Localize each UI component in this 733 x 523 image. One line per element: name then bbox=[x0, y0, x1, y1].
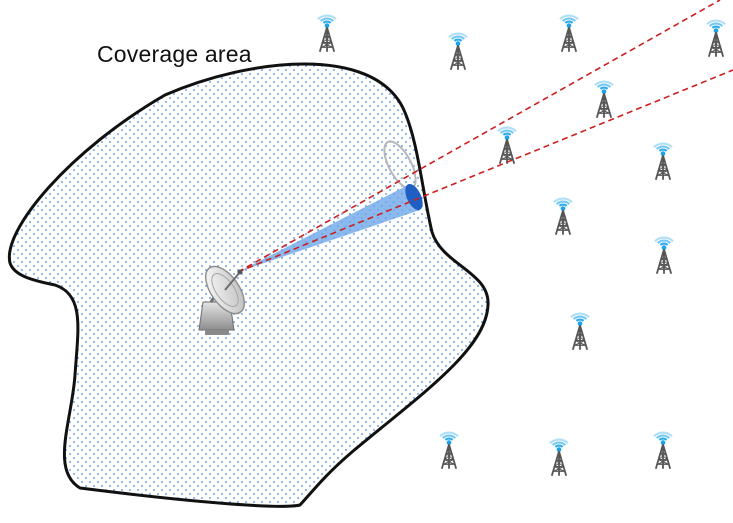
radio-tower-icon bbox=[653, 236, 675, 275]
antenna-beam-cone bbox=[238, 184, 420, 272]
coverage-area-region bbox=[7, 62, 490, 508]
radio-tower-icon bbox=[652, 431, 674, 470]
radio-tower-icon bbox=[652, 142, 674, 181]
radio-tower-icon bbox=[593, 80, 615, 119]
radio-tower-icon bbox=[548, 438, 570, 477]
radio-tower-icon bbox=[552, 197, 574, 236]
radio-tower-icon bbox=[569, 312, 591, 351]
beam-tip-ellipse bbox=[405, 183, 423, 211]
sightline-lower bbox=[237, 69, 733, 273]
radio-tower-icon bbox=[447, 32, 469, 71]
sightline-upper bbox=[237, 0, 721, 273]
coverage-area-label: Coverage area bbox=[97, 41, 252, 67]
radio-tower-icon bbox=[438, 431, 460, 470]
satellite-dish-icon bbox=[198, 265, 245, 335]
radio-tower-icon bbox=[705, 19, 727, 58]
radio-tower-icon bbox=[558, 14, 580, 53]
radio-tower-icon bbox=[316, 14, 338, 53]
radio-tower-icon bbox=[496, 126, 518, 165]
